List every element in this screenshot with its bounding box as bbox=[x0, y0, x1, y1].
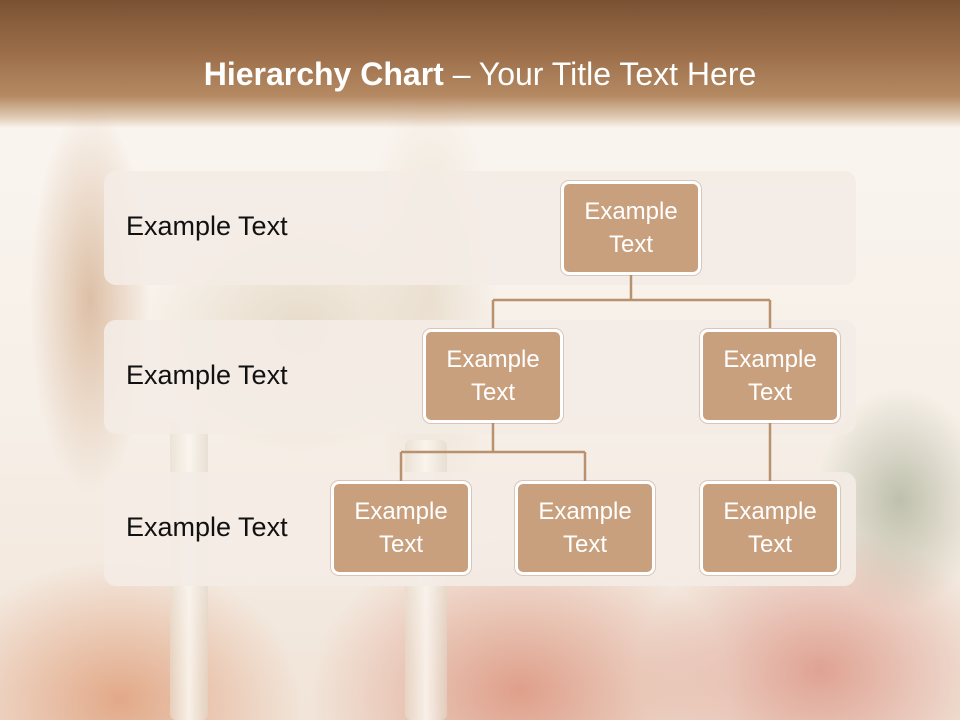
node-level3-b[interactable]: Example Text bbox=[515, 481, 655, 575]
title-rest: – Your Title Text Here bbox=[443, 56, 757, 92]
slide-title[interactable]: Hierarchy Chart – Your Title Text Here bbox=[0, 56, 960, 93]
node-level2-right[interactable]: Example Text bbox=[700, 329, 840, 423]
node-level3-c[interactable]: Example Text bbox=[700, 481, 840, 575]
connector-root bbox=[491, 274, 772, 328]
title-bar bbox=[0, 0, 960, 128]
node-level3-a[interactable]: Example Text bbox=[331, 481, 471, 575]
node-level2-left[interactable]: Example Text bbox=[423, 329, 563, 423]
level-label-2[interactable]: Example Text bbox=[126, 360, 288, 390]
node-root[interactable]: Example Text bbox=[561, 181, 701, 275]
level-label-3[interactable]: Example Text bbox=[126, 512, 288, 542]
level-band-1 bbox=[104, 171, 856, 285]
title-bold: Hierarchy Chart bbox=[203, 56, 444, 92]
connector-left bbox=[399, 423, 587, 481]
level-label-1[interactable]: Example Text bbox=[126, 211, 288, 241]
